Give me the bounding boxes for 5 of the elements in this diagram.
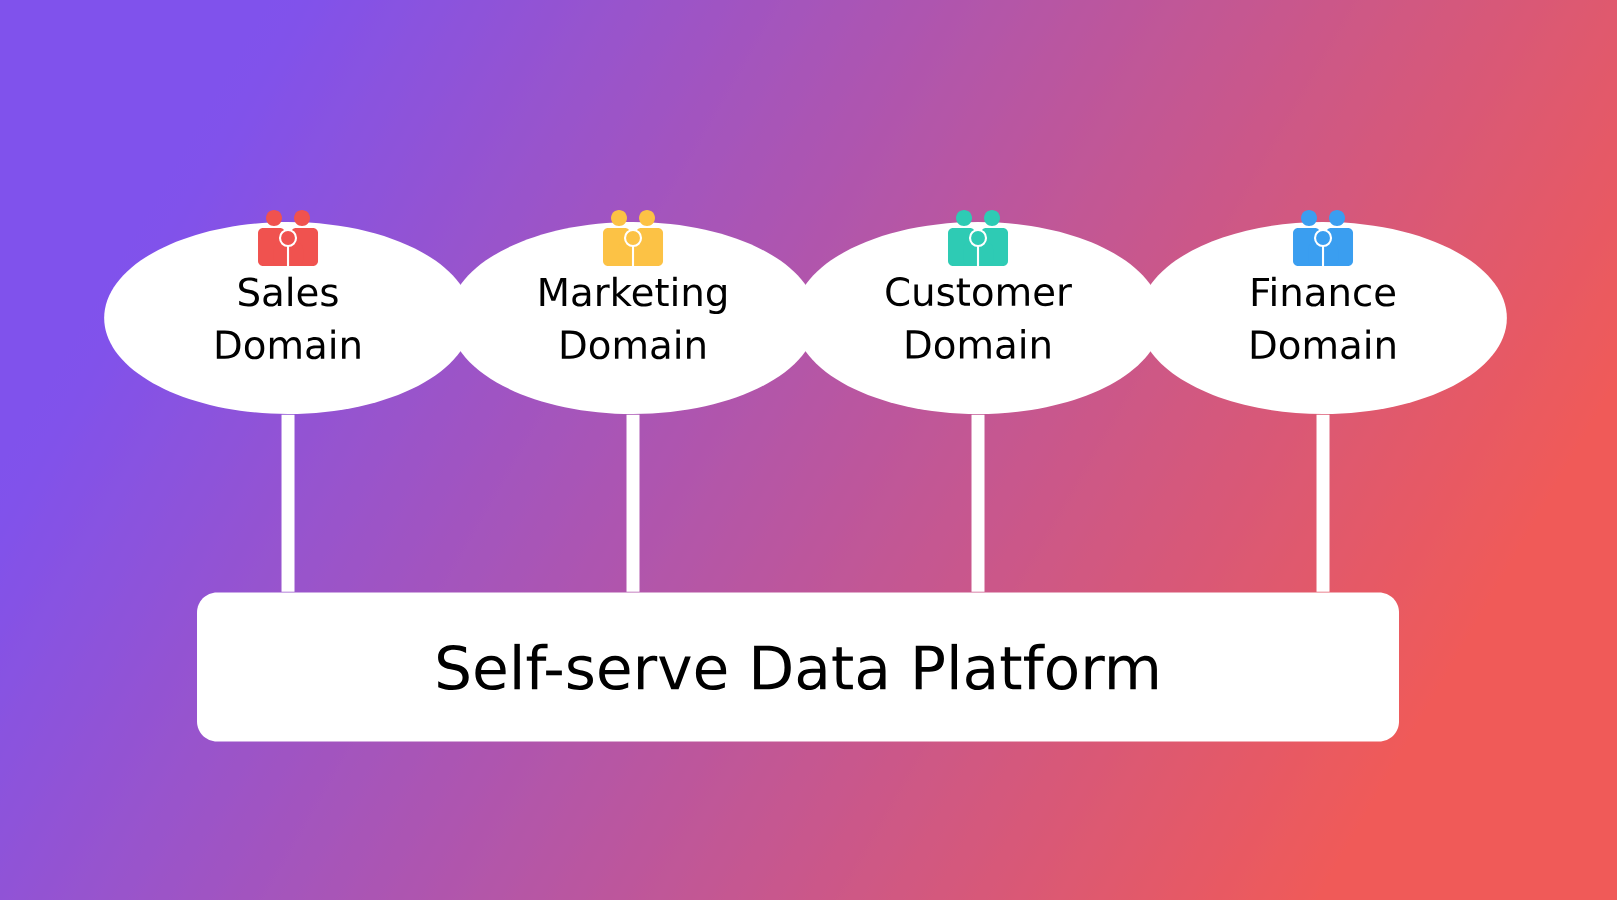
- connector-line: [971, 414, 985, 592]
- platform-box: Self-serve Data Platform: [197, 592, 1399, 742]
- connector-line: [626, 414, 640, 592]
- connector-line: [281, 414, 295, 592]
- connector-line: [1316, 414, 1330, 592]
